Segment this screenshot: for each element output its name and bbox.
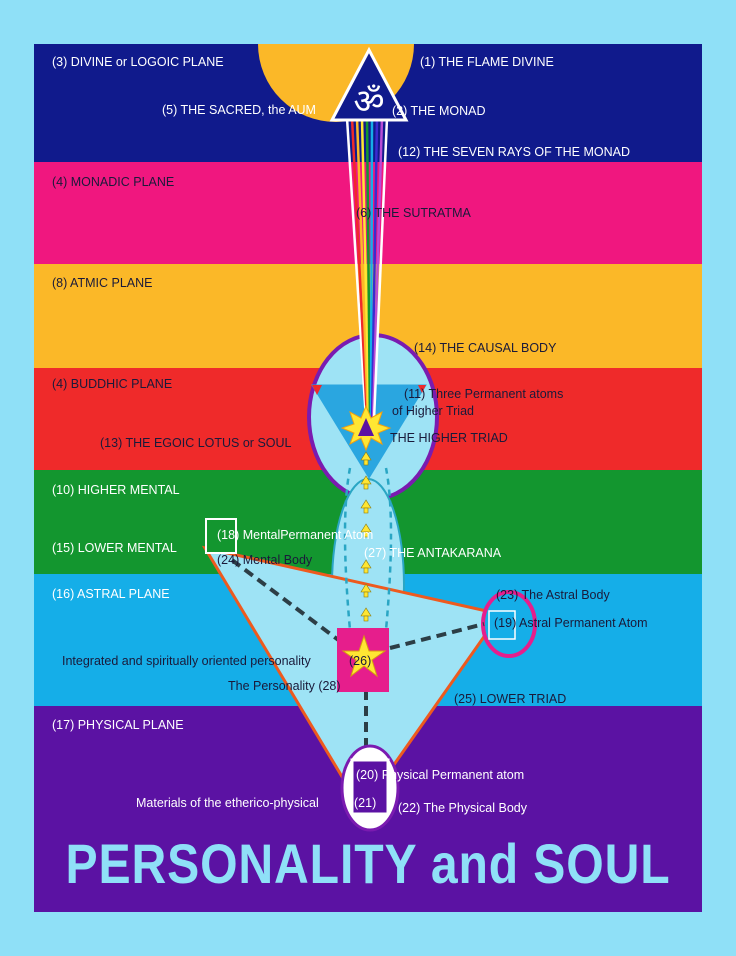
label-buddhic-plane: (4) BUDDHIC PLANE	[52, 377, 173, 391]
om-symbol-icon: ॐ	[353, 82, 385, 122]
seven-rays	[345, 117, 389, 421]
label-lower-triad: (25) LOWER TRIAD	[454, 692, 567, 706]
antakarana-arrows	[360, 451, 372, 622]
label-physical-plane: (17) PHYSICAL PLANE	[52, 718, 184, 732]
label-causal-body: (14) THE CAUSAL BODY	[414, 341, 557, 355]
label-seven-rays: (12) THE SEVEN RAYS OF THE MONAD	[398, 145, 630, 159]
label-monad: (2) THE MONAD	[392, 104, 486, 118]
label-etherico-physical: Materials of the etherico-physical	[136, 796, 319, 810]
star-icon	[341, 634, 387, 678]
soul-triangle	[358, 418, 374, 436]
label-egoic-lotus: (13) THE EGOIC LOTUS or SOUL	[100, 436, 292, 450]
label-personality-num: (26)	[349, 654, 372, 668]
label-the-personality: The Personality (28)	[228, 679, 341, 693]
page-title: PERSONALITY and SOUL	[65, 832, 671, 895]
label-permanent-atoms-2: of Higher Triad	[392, 404, 474, 418]
label-physical-permanent-atom: (20) Physical Permanent atom	[356, 768, 525, 782]
triad-atom-right	[418, 385, 426, 393]
label-lower-mental: (15) LOWER MENTAL	[52, 541, 177, 555]
label-mental-body: (24) Mental Body	[217, 553, 313, 567]
label-flame-divine: (1) THE FLAME DIVINE	[420, 55, 554, 69]
label-physical-body: (22) The Physical Body	[398, 801, 527, 815]
label-higher-triad: THE HIGHER TRIAD	[390, 431, 508, 445]
label-astral-body: (23) The Astral Body	[496, 588, 610, 602]
monad-triangle	[329, 46, 409, 122]
label-monadic-plane: (4) MONADIC PLANE	[52, 175, 175, 189]
astral-atom-square	[488, 610, 516, 640]
label-astral-permanent-atom: (19) Astral Permanent Atom	[494, 616, 648, 630]
label-permanent-atoms-1: (11) Three Permanent atoms	[404, 387, 564, 401]
label-divine-plane: (3) DIVINE or LOGOIC PLANE	[52, 55, 224, 69]
label-atmic-plane: (8) ATMIC PLANE	[52, 276, 153, 290]
label-mental-permanent-atom: (18) MentalPermanent Atom	[217, 528, 374, 542]
label-antakarana: (27) THE ANTAKARANA	[364, 546, 502, 560]
label-higher-mental: (10) HIGHER MENTAL	[52, 483, 180, 497]
label-sutratma: (6) THE SUTRATMA	[356, 206, 471, 220]
label-astral-plane: (16) ASTRAL PLANE	[52, 587, 170, 601]
label-integrated-personality: Integrated and spiritually oriented pers…	[62, 654, 311, 668]
triad-atom-left	[312, 385, 322, 395]
antakarana-dashes	[343, 467, 393, 631]
label-physical-num: (21)	[354, 796, 377, 810]
label-sacred-aum: (5) THE SACRED, the AUM	[162, 103, 316, 117]
mental-permanent-atom-square	[205, 518, 237, 554]
physical-permanent-atom-box	[350, 758, 390, 816]
dashed-links	[230, 558, 485, 752]
